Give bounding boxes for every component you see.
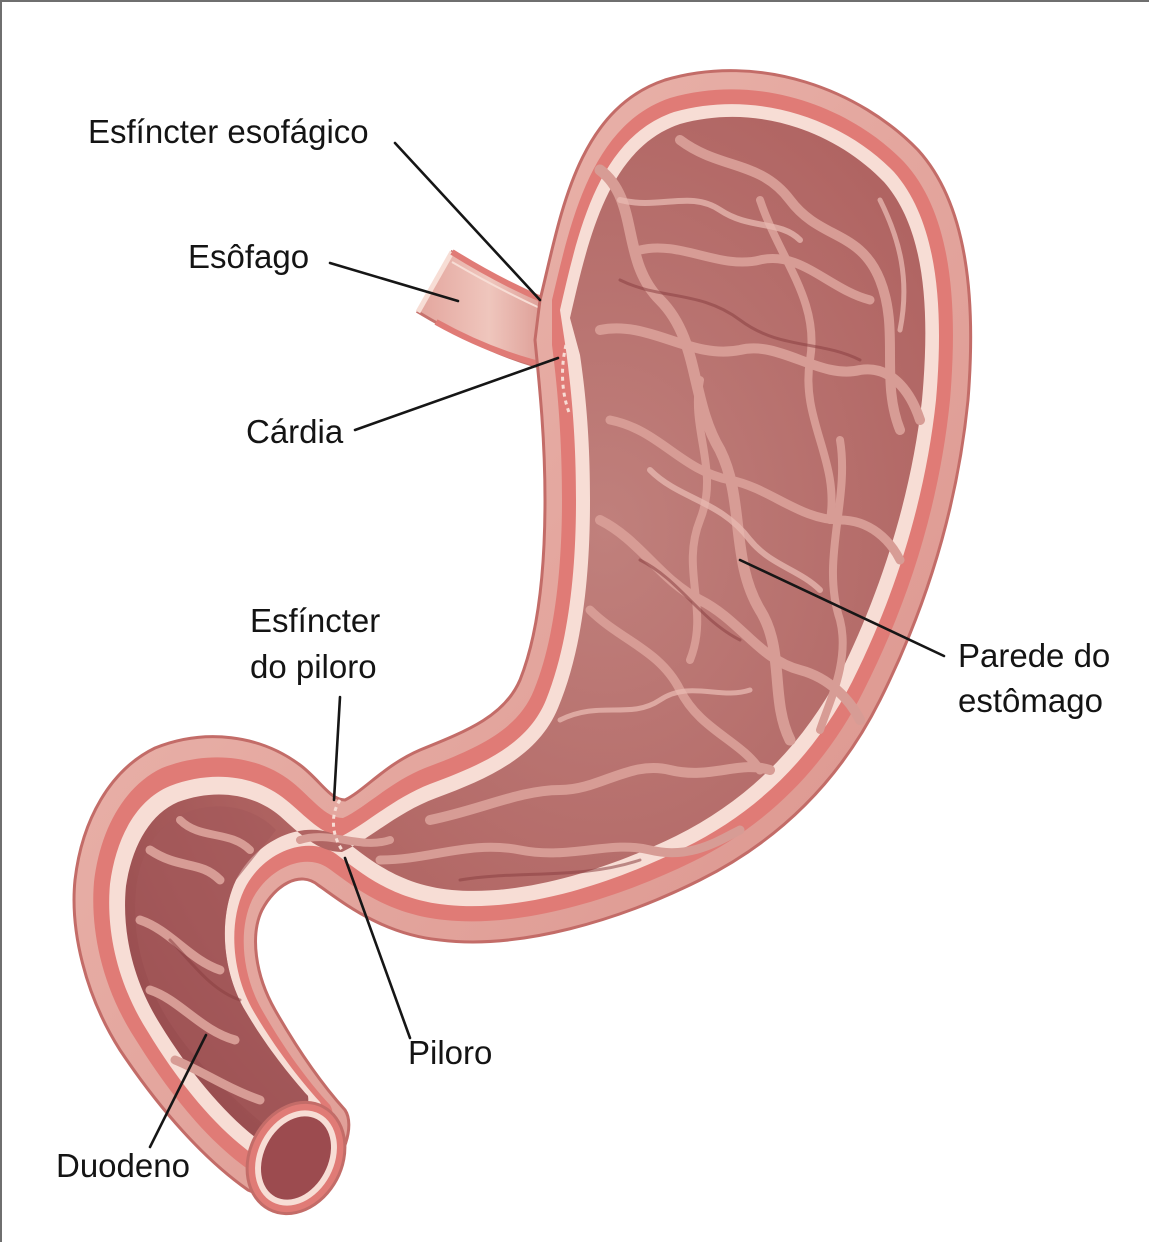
label-esofago: Esôfago bbox=[188, 238, 309, 275]
label-esfincter-piloro-line2: do piloro bbox=[250, 648, 377, 685]
label-esfincter-esofagico: Esfíncter esofágico bbox=[88, 113, 369, 150]
label-parede-line2: estômago bbox=[958, 682, 1103, 719]
label-piloro: Piloro bbox=[408, 1034, 492, 1071]
leader-esfincter-piloro bbox=[334, 697, 340, 800]
label-parede-line1: Parede do bbox=[958, 637, 1110, 674]
label-duodeno: Duodeno bbox=[56, 1147, 190, 1184]
leader-cardia bbox=[355, 358, 558, 430]
label-cardia: Cárdia bbox=[246, 413, 344, 450]
label-esfincter-piloro-line1: Esfíncter bbox=[250, 602, 380, 639]
